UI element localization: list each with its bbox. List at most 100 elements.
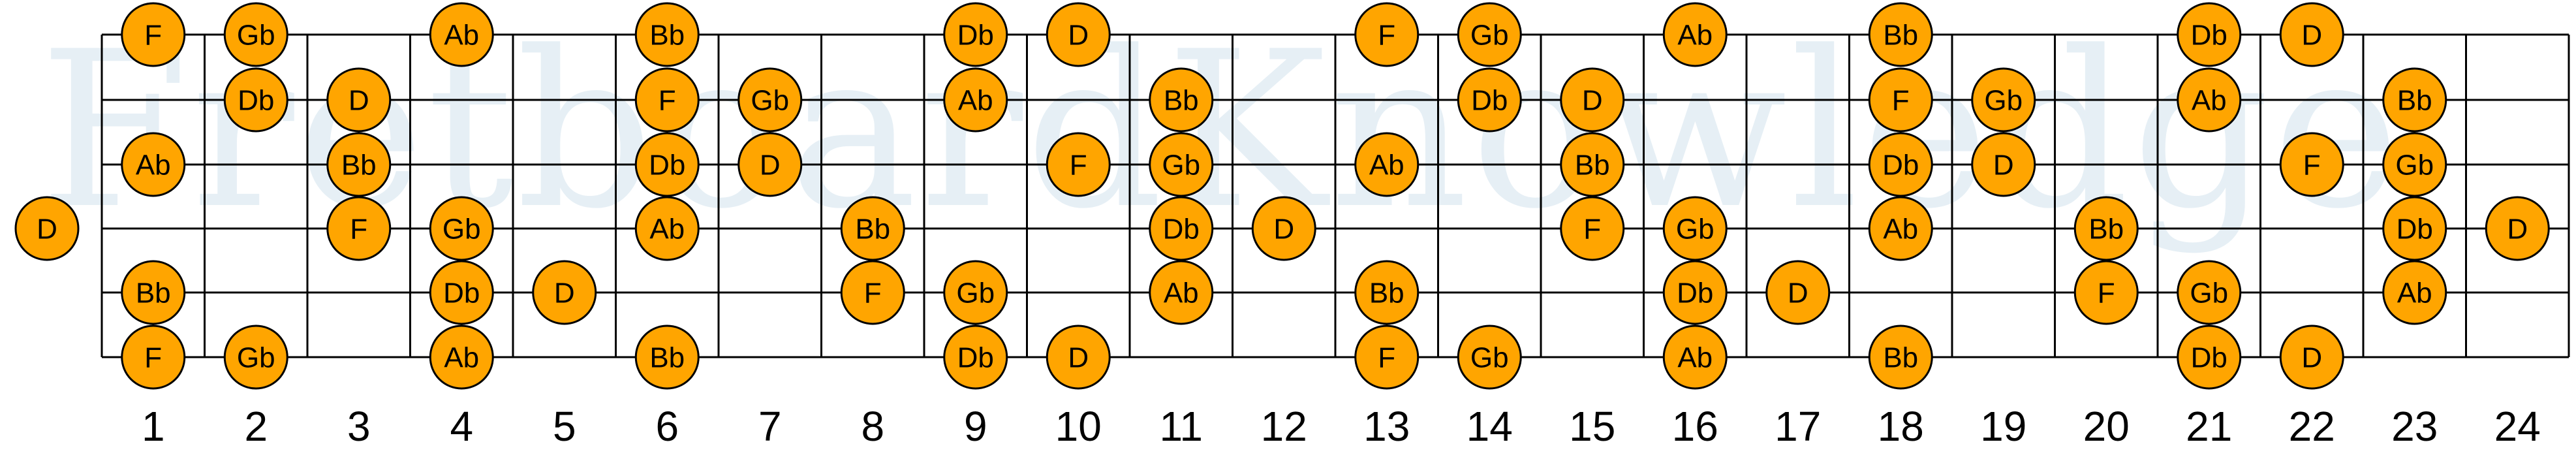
- note-marker: Ab: [429, 2, 494, 67]
- note-label: D: [2301, 20, 2322, 52]
- note-circle: [121, 324, 186, 390]
- note-circle: [2177, 260, 2242, 325]
- note-circle: [2177, 2, 2242, 67]
- note-label: Gb: [1470, 342, 1509, 374]
- note-marker: Gb: [429, 196, 494, 261]
- note-circle: [737, 132, 803, 197]
- note-label: Bb: [1369, 277, 1404, 309]
- note-marker: Gb: [943, 260, 1008, 325]
- fret-number-20: 20: [2083, 403, 2130, 450]
- note-label: D: [1993, 150, 2014, 182]
- note-circle: [840, 196, 905, 261]
- note-circle: [532, 260, 597, 325]
- note-circle: [1971, 132, 2036, 197]
- note-label: F: [144, 342, 162, 374]
- note-marker: Gb: [223, 2, 288, 67]
- fret-number-5: 5: [553, 403, 576, 450]
- note-circle: [429, 324, 494, 390]
- note-circle: [2382, 196, 2447, 261]
- fret-number-23: 23: [2391, 403, 2438, 450]
- note-circle: [1971, 67, 2036, 133]
- note-circle: [634, 2, 700, 67]
- note-circle: [1560, 132, 1625, 197]
- note-label: D: [554, 277, 575, 309]
- note-marker: Bb: [634, 324, 700, 390]
- fret-number-1: 1: [142, 403, 165, 450]
- note-label: F: [1583, 214, 1601, 245]
- note-marker: Gb: [1457, 2, 1522, 67]
- note-label: Ab: [649, 214, 685, 245]
- note-circle: [1354, 260, 1420, 325]
- note-label: Bb: [1164, 85, 1199, 117]
- note-circle: [1046, 2, 1111, 67]
- note-marker: Gb: [1971, 67, 2036, 133]
- note-label: Bb: [1575, 150, 1610, 182]
- note-marker: Ab: [943, 67, 1008, 133]
- note-label: D: [1068, 20, 1089, 52]
- note-circle: [2279, 2, 2344, 67]
- note-circle: [429, 2, 494, 67]
- note-marker: Db: [223, 67, 288, 133]
- note-circle: [1046, 324, 1111, 390]
- note-circle: [1868, 132, 1933, 197]
- note-circle: [1457, 67, 1522, 133]
- note-circle: [1868, 2, 1933, 67]
- note-label: D: [1273, 214, 1294, 245]
- note-circle: [429, 260, 494, 325]
- note-marker: Gb: [1457, 324, 1522, 390]
- note-marker: D: [532, 260, 597, 325]
- note-circle: [634, 196, 700, 261]
- note-marker: D: [1251, 196, 1316, 261]
- note-marker: Db: [429, 260, 494, 325]
- note-marker: D: [1046, 2, 1111, 67]
- note-marker: Db: [943, 2, 1008, 67]
- note-marker: D: [2279, 324, 2344, 390]
- note-label: Ab: [958, 85, 993, 117]
- note-label: Bb: [649, 20, 685, 52]
- note-marker: D: [1046, 324, 1111, 390]
- note-circle: [326, 67, 392, 133]
- note-circle: [1765, 260, 1831, 325]
- note-circle: [1457, 2, 1522, 67]
- fret-number-7: 7: [758, 403, 782, 450]
- note-marker: D: [2279, 2, 2344, 67]
- note-label: Db: [1471, 85, 1508, 117]
- note-marker: Gb: [2177, 260, 2242, 325]
- fret-number-14: 14: [1466, 403, 1513, 450]
- note-marker: Db: [1457, 67, 1522, 133]
- note-marker: Gb: [2382, 132, 2447, 197]
- note-marker: Gb: [1662, 196, 1728, 261]
- note-circle: [943, 2, 1008, 67]
- note-marker: Bb: [840, 196, 905, 261]
- note-label: Gb: [2395, 150, 2434, 182]
- note-circle: [634, 67, 700, 133]
- note-label: Gb: [1470, 20, 1509, 52]
- note-marker: Db: [2382, 196, 2447, 261]
- note-label: Db: [2397, 214, 2433, 245]
- note-circle: [943, 67, 1008, 133]
- note-label: Db: [957, 20, 994, 52]
- note-circle: [1662, 2, 1728, 67]
- note-circle: [1149, 260, 1214, 325]
- note-marker: Bb: [2073, 196, 2139, 261]
- note-marker: Bb: [1560, 132, 1625, 197]
- note-label: Gb: [1984, 85, 2023, 117]
- note-circle: [14, 196, 80, 261]
- note-label: F: [1378, 342, 1395, 374]
- note-circle: [1662, 324, 1728, 390]
- note-label: D: [349, 85, 369, 117]
- note-circle: [1149, 196, 1214, 261]
- note-circle: [943, 260, 1008, 325]
- note-circle: [121, 2, 186, 67]
- note-marker: D: [14, 196, 80, 261]
- note-label: Bb: [1883, 20, 1918, 52]
- note-marker: Db: [1868, 132, 1933, 197]
- fret-number-13: 13: [1363, 403, 1410, 450]
- fret-number-16: 16: [1672, 403, 1718, 450]
- note-circle: [2279, 324, 2344, 390]
- note-circle: [1662, 260, 1728, 325]
- note-marker: F: [1046, 132, 1111, 197]
- note-circle: [223, 2, 288, 67]
- note-marker: Bb: [1868, 2, 1933, 67]
